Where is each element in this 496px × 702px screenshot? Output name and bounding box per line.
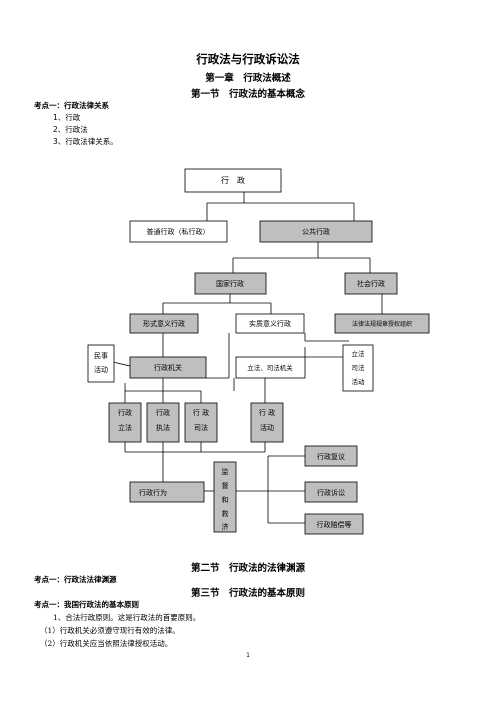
node-jiandu-4: 救 bbox=[222, 509, 229, 518]
node-xingshi: 形式意义行政 bbox=[143, 319, 185, 328]
node-guojia: 国家行政 bbox=[216, 279, 244, 288]
node-xz-zhifa-2: 执法 bbox=[156, 423, 170, 432]
node-xz-sifa-1: 行 政 bbox=[193, 408, 209, 417]
node-xingzheng-jiguan: 行政机关 bbox=[154, 363, 182, 372]
chapter-heading: 第一章 行政法概述 bbox=[205, 73, 291, 84]
kaodian-heading-3: 考点一：我国行政法的基本原则 bbox=[34, 600, 139, 609]
list-item: 3、行政法律关系。 bbox=[53, 137, 118, 146]
section-heading-1: 第一节 行政法的基本概念 bbox=[190, 89, 305, 100]
page-number: 1 bbox=[246, 652, 250, 659]
document-title: 行政法与行政诉讼法 bbox=[196, 52, 300, 66]
node-xz-lifa-2: 立法 bbox=[118, 423, 132, 432]
list-item: 2、行政法 bbox=[53, 125, 88, 134]
node-xz-zhifa-1: 行政 bbox=[156, 408, 170, 417]
node-xz-lifa-1: 行政 bbox=[118, 408, 132, 417]
node-falv-fagui: 法律法规规章授权组织 bbox=[352, 320, 412, 328]
list-item: 1、合法行政原则。这是行政法的首要原则。 bbox=[53, 613, 201, 622]
kaodian-heading-2: 考点一：行政法法律渊源 bbox=[34, 575, 117, 584]
list-item: 1、行政 bbox=[53, 113, 81, 122]
node-xingzheng-xingwei: 行政行为 bbox=[139, 488, 167, 497]
node-jiandu-2: 督 bbox=[222, 481, 229, 490]
node-xingzheng: 行 政 bbox=[221, 175, 245, 185]
node-jiandu-5: 济 bbox=[222, 522, 229, 531]
list-item: （1）行政机关必须遵守现行有效的法律。 bbox=[40, 626, 180, 635]
list-item: （2）行政机关应当依照法律授权活动。 bbox=[40, 639, 173, 648]
node-minshi-1: 民事 bbox=[94, 351, 108, 360]
node-susong: 行政诉讼 bbox=[317, 488, 345, 497]
node-xz-huodong-2: 活动 bbox=[260, 423, 274, 432]
node-lifa-sifa-huodong-1: 立法 bbox=[352, 349, 366, 358]
node-lifa-sifa-huodong-2: 司法 bbox=[352, 363, 366, 372]
node-putong: 普通行政（私行政） bbox=[147, 227, 210, 236]
section-heading-2: 第二节 行政法的法律渊源 bbox=[190, 563, 305, 574]
node-lifa-sifa-huodong-3: 活动 bbox=[352, 377, 366, 386]
node-jiandu-1: 监 bbox=[222, 467, 229, 476]
node-minshi-2: 活动 bbox=[94, 365, 108, 374]
node-fuyi: 行政复议 bbox=[317, 452, 345, 461]
node-shizhi: 实质意义行政 bbox=[249, 319, 291, 328]
node-xz-sifa-2: 司法 bbox=[194, 423, 208, 432]
node-lifa-sifa-jiguan: 立法、司法机关 bbox=[247, 363, 293, 372]
node-jiandu-3: 和 bbox=[222, 495, 229, 504]
node-xz-huodong-1: 行 政 bbox=[259, 408, 275, 417]
kaodian-heading-1: 考点一：行政法律关系 bbox=[34, 101, 109, 110]
node-peichang: 行政赔偿等 bbox=[317, 520, 352, 529]
section-heading-3: 第三节 行政法的基本原则 bbox=[190, 588, 305, 599]
node-gonggong: 公共行政 bbox=[302, 227, 330, 236]
node-shehui: 社会行政 bbox=[357, 279, 385, 288]
